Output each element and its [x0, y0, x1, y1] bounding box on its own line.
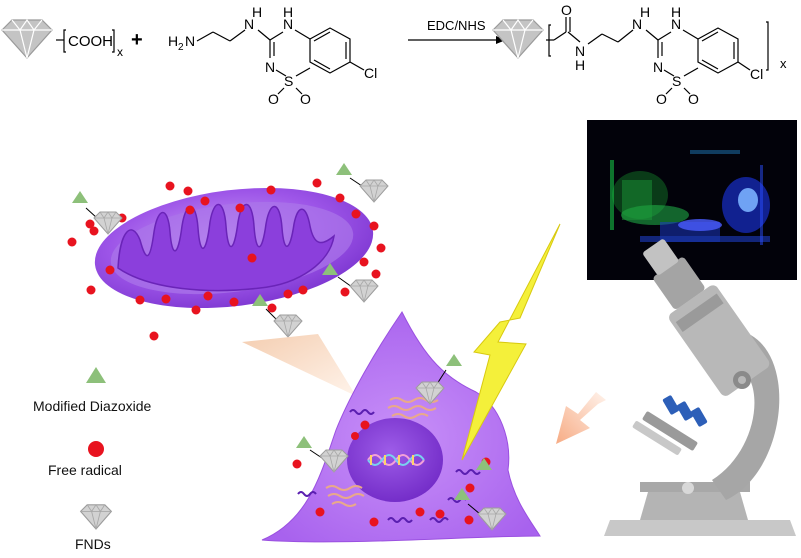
mitochondrion	[67, 163, 389, 341]
oxygen-1: O	[268, 91, 279, 107]
zoom-cone	[242, 334, 356, 396]
diazoxide-triangle-icon	[86, 367, 106, 383]
product-oxygen-1: O	[656, 91, 667, 107]
fnd-reactant: COOH x	[1, 19, 123, 59]
mitochondrion-fnd-conjugates	[72, 163, 389, 338]
product-oxygen-2: O	[688, 91, 699, 107]
legend-free-radical: Free radical	[48, 462, 122, 478]
linker-n: N	[244, 16, 254, 32]
product-ring-nh-h: H	[671, 4, 681, 20]
amide-n: N	[575, 43, 585, 59]
cell-radicals	[292, 420, 491, 527]
reaction-arrow: EDC/NHS	[408, 18, 506, 44]
product-subscript: x	[780, 56, 787, 71]
fnd-diazoxide-product: O N H N H N H N S O O	[492, 2, 787, 107]
sulfur: S	[284, 73, 293, 89]
diamond-icon	[492, 19, 544, 59]
ring-nh-h: H	[283, 4, 293, 20]
legend-modified-diazoxide: Modified Diazoxide	[33, 398, 152, 414]
diazoxide-reactant: H 2 N N H N H N S O O	[168, 4, 377, 107]
product-linker-h: H	[640, 4, 650, 20]
lightning-bolt	[461, 223, 561, 461]
carbonyl-o: O	[561, 2, 572, 18]
amine-h: H	[168, 33, 178, 49]
cell	[261, 311, 541, 543]
dna-helix	[367, 454, 425, 466]
legend-fnds: FNDs	[75, 536, 111, 552]
cell-fnd-conjugates	[296, 354, 507, 531]
diamond-icon	[1, 19, 53, 59]
amine-h-subscript: 2	[178, 42, 184, 53]
cooh-subscript: x	[117, 45, 123, 59]
cell-organelles	[297, 409, 481, 523]
free-radical-icon	[88, 441, 104, 457]
product-chlorine: Cl	[750, 66, 763, 82]
product-ring-nh-n: N	[671, 16, 681, 32]
legend-icons	[80, 367, 112, 530]
amine-n: N	[185, 33, 195, 49]
chlorine: Cl	[364, 65, 377, 81]
cristae	[117, 203, 336, 292]
plus-sign: +	[131, 29, 143, 51]
cooh-group: COOH	[68, 33, 113, 50]
linker-h: H	[252, 4, 262, 20]
reaction-scheme: COOH x + H 2 N N H N H N S	[1, 2, 787, 107]
ring-nh-n: N	[283, 16, 293, 32]
amide-h: H	[575, 57, 585, 73]
product-linker-n: N	[632, 16, 642, 32]
ring-n: N	[265, 59, 275, 75]
microscope-photo	[587, 120, 797, 280]
reagent-label: EDC/NHS	[427, 18, 486, 33]
oxygen-2: O	[300, 91, 311, 107]
product-sulfur: S	[672, 73, 681, 89]
microscope-arrow	[556, 392, 606, 444]
microscope-icon	[604, 239, 796, 536]
product-ring-n: N	[653, 59, 663, 75]
fnd-diamond-icon	[80, 504, 112, 530]
